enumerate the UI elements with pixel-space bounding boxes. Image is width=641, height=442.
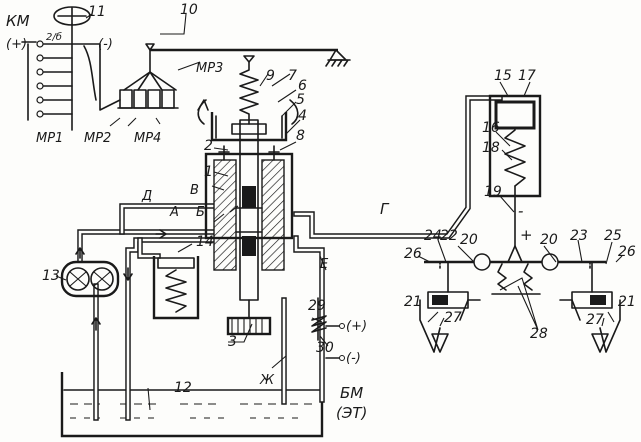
- label-27-left: 27: [444, 310, 462, 326]
- label-14: 14: [196, 234, 214, 250]
- oil-sump: [60, 372, 324, 438]
- label-g: Г: [380, 200, 390, 218]
- label-19: 19: [484, 184, 502, 200]
- label-et: (ЭТ): [336, 404, 367, 422]
- label-13: 13: [42, 268, 60, 284]
- label-plus-left: (+): [6, 37, 27, 52]
- label-plus-servo: +: [520, 226, 533, 244]
- label-20-right: 20: [540, 232, 558, 248]
- label-d: Д: [141, 189, 152, 204]
- flyweight-cup: [197, 99, 299, 142]
- text-labels: КМ (+) (-) 2/б МР3 МР1 МР2 МР4 В А Б Д Г…: [6, 12, 533, 422]
- label-mp4: МР4: [134, 131, 161, 146]
- label-e: Е: [320, 257, 329, 272]
- label-9: 9: [266, 68, 275, 84]
- label-5: 5: [296, 92, 305, 108]
- label-mp3: МР3: [196, 61, 223, 76]
- label-17: 17: [518, 68, 536, 84]
- label-2: 2: [204, 138, 213, 154]
- label-20-left: 20: [460, 232, 478, 248]
- label-mp2: МР2: [84, 131, 111, 146]
- label-10: 10: [180, 2, 198, 18]
- label-16: 16: [482, 120, 500, 136]
- solenoid-block: [117, 89, 179, 109]
- label-29: 29: [308, 298, 326, 314]
- leader-lines: [55, 13, 623, 411]
- label-21-left: 21: [404, 294, 422, 310]
- gear-pump: [60, 260, 120, 298]
- label-26-left: 26: [404, 246, 422, 262]
- label-bm: БМ: [340, 384, 363, 402]
- label-4: 4: [298, 108, 307, 124]
- label-28: 28: [530, 326, 548, 342]
- part-numbers: 11 10 9 7 6 5 4 8 2 1 3 12 13 14 15 17 1…: [42, 2, 636, 396]
- label-24: 24: [424, 228, 442, 244]
- label-mp1: МР1: [36, 131, 63, 146]
- label-1: 1: [204, 164, 213, 180]
- accumulator: [152, 256, 200, 320]
- servo-body: [204, 119, 294, 301]
- label-7: 7: [288, 68, 297, 84]
- label-v: В: [190, 183, 199, 198]
- label-km: КМ: [6, 12, 30, 30]
- label-11: 11: [88, 4, 106, 20]
- label-3: 3: [228, 334, 237, 350]
- label-8: 8: [296, 128, 305, 144]
- label-18: 18: [482, 140, 500, 156]
- power-servo: [419, 94, 621, 353]
- label-zh: Ж: [259, 373, 275, 388]
- oil-pipes: [77, 95, 503, 421]
- label-30: 30: [316, 340, 334, 356]
- speed-spring: [239, 55, 259, 125]
- label-23: 23: [570, 228, 588, 244]
- label-21-right: 21: [618, 294, 636, 310]
- label-minus-left: (-): [98, 37, 113, 52]
- label-b: Б: [196, 205, 205, 220]
- flow-arrows: [75, 229, 167, 331]
- label-plus-29: (+): [346, 319, 367, 334]
- controller-km: [21, 6, 121, 131]
- label-minus-30: (-): [346, 351, 361, 366]
- label-27-right: 27: [586, 312, 604, 328]
- stop-magnet: [311, 297, 345, 361]
- control-lever: [123, 43, 351, 91]
- label-small: 2/б: [46, 31, 62, 43]
- label-12: 12: [174, 380, 192, 396]
- label-25: 25: [604, 228, 622, 244]
- label-a: А: [169, 205, 179, 220]
- label-6: 6: [298, 78, 307, 94]
- label-minus-servo: -: [518, 202, 523, 220]
- label-26-right: 26: [618, 244, 636, 260]
- drive-gear: [226, 299, 272, 336]
- label-15: 15: [494, 68, 512, 84]
- label-22: 22: [440, 228, 458, 244]
